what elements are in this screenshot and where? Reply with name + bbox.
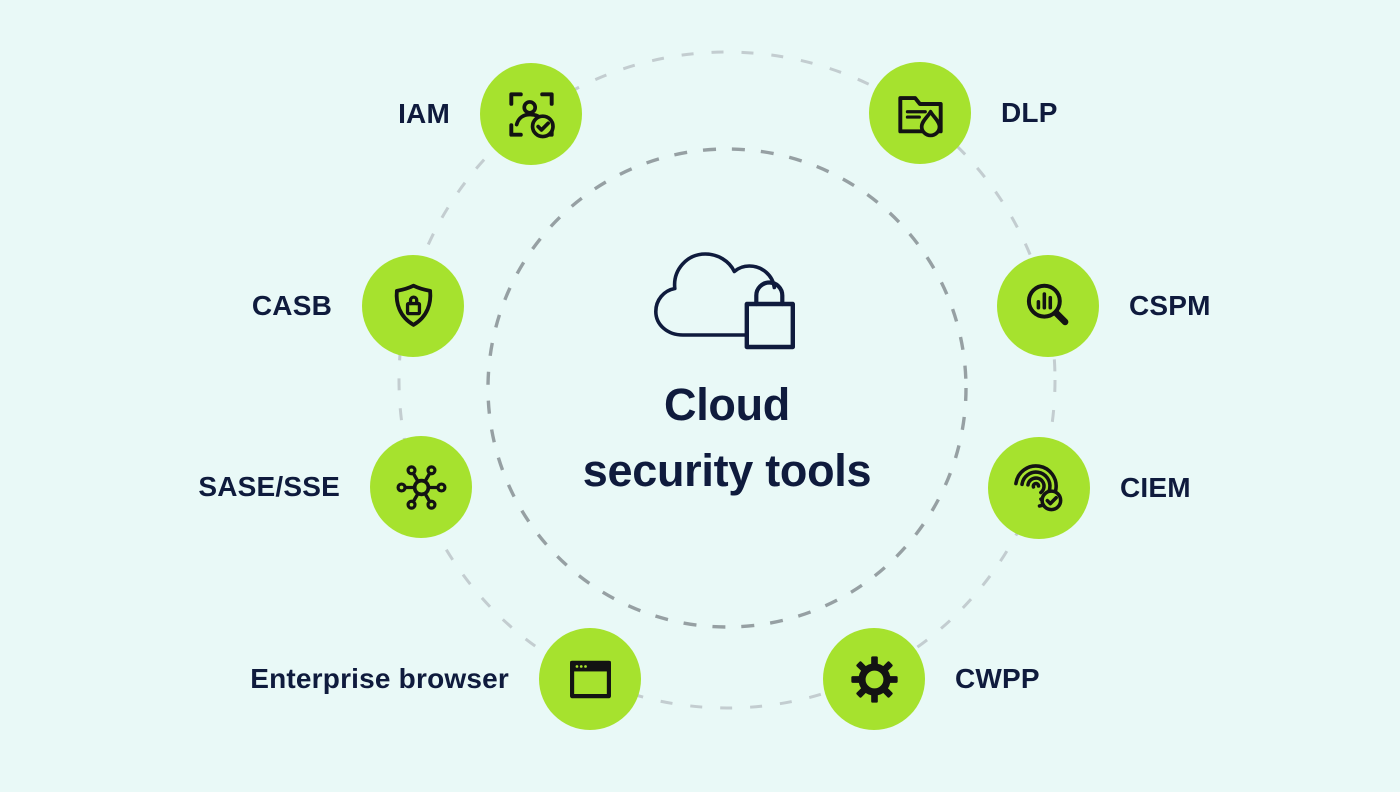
tool-bubble-cspm [997,255,1099,357]
title-line-2: security tools [582,445,872,496]
network-hub-icon [396,464,446,510]
browser-window-icon [569,660,611,698]
inner-dashed-ring [486,147,968,629]
tool-node-dlp: DLP [869,62,1057,164]
tool-bubble-sase-sse [370,436,472,538]
tool-bubble-iam [480,63,582,165]
magnifier-bar-chart-icon [1026,283,1068,325]
gear-icon [850,655,898,703]
tool-label-iam: IAM [398,98,450,129]
fingerprint-check-icon [1013,463,1062,511]
tool-bubble-ciem [988,437,1090,539]
tool-bubble-enterprise-browser [539,628,641,730]
tool-node-cwpp: CWPP [823,628,1040,730]
tool-label-sase-sse: SASE/SSE [198,471,340,502]
identity-scan-check-icon [508,91,555,138]
shield-lock-icon [394,283,432,327]
tool-node-ciem: CIEM [988,437,1191,539]
tool-label-cwpp: CWPP [955,663,1040,694]
title-line-1: Cloud [664,379,790,430]
tool-node-casb: CASB [252,255,464,357]
tool-label-dlp: DLP [1001,97,1058,128]
tool-node-enterprise-browser: Enterprise browser [250,628,641,730]
tool-node-iam: IAM [398,63,582,165]
tool-label-ciem: CIEM [1120,472,1191,503]
cloud-lock-icon [654,252,796,350]
tool-bubble-dlp [869,62,971,164]
tool-bubble-cwpp [823,628,925,730]
cloud-outline [654,252,777,337]
diagram-center: Cloud security tools [583,240,871,504]
diagram-title: Cloud security tools [582,372,872,504]
tool-node-sase-sse: SASE/SSE [198,436,472,538]
tool-label-enterprise-browser: Enterprise browser [250,663,509,694]
folder-data-drop-icon [897,95,943,137]
outer-dashed-ring [397,50,1057,710]
tool-node-cspm: CSPM [997,255,1211,357]
tool-label-cspm: CSPM [1129,290,1211,321]
tool-bubble-casb [362,255,464,357]
tool-label-casb: CASB [251,290,332,321]
lock-body [744,301,796,350]
lock-shackle [754,280,785,307]
